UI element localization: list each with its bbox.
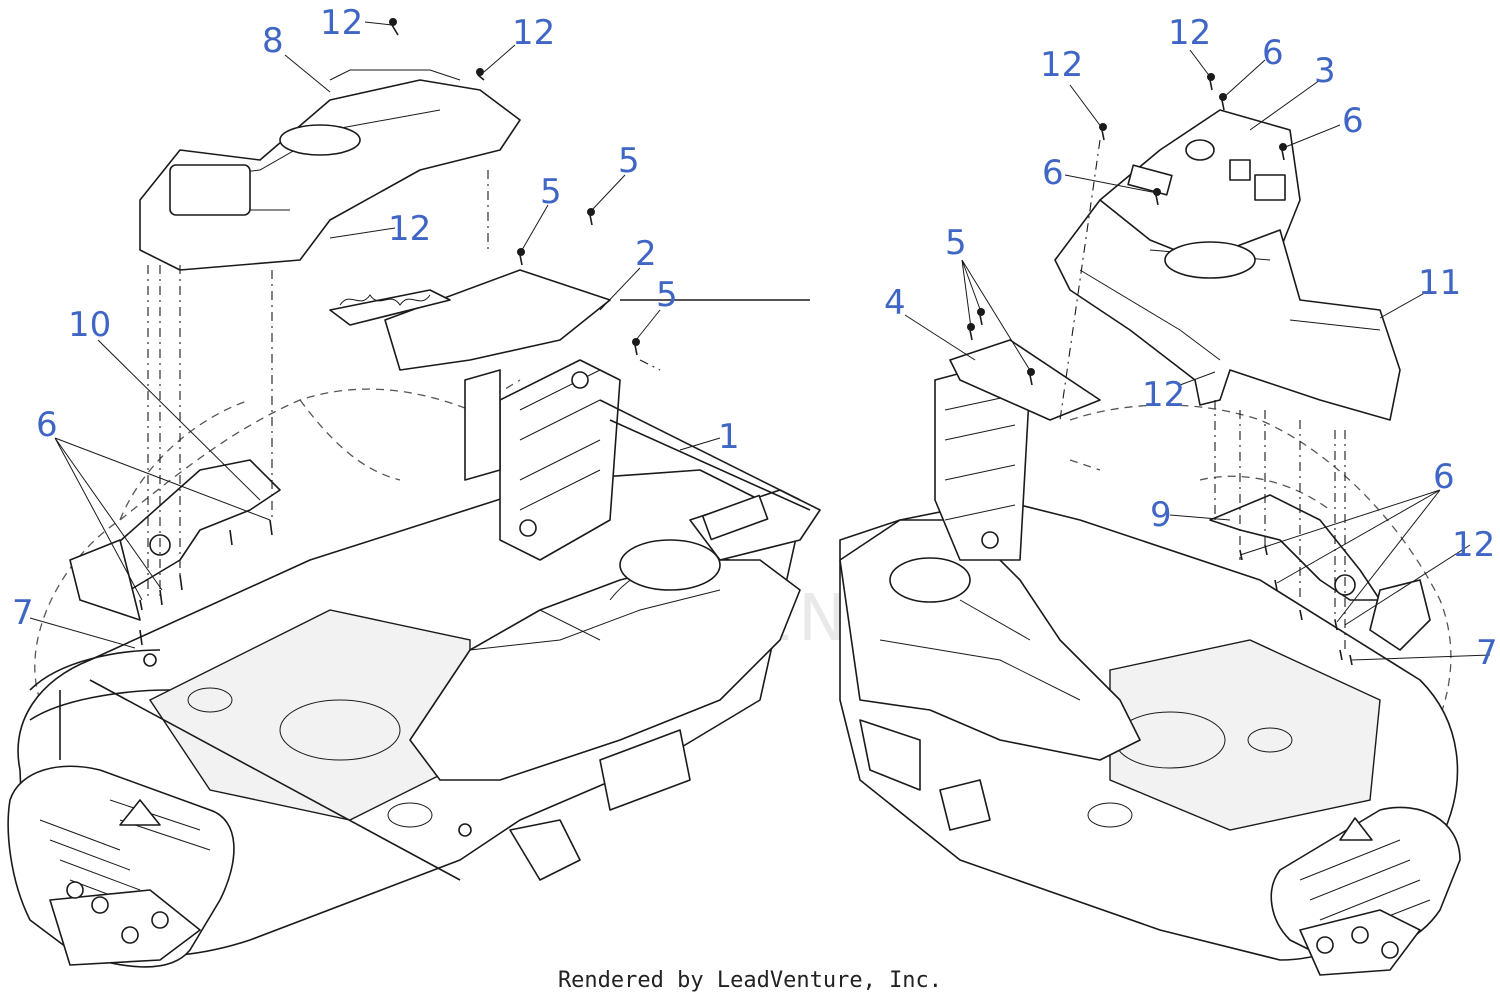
left-fender-8-pocket [169,164,251,216]
right-post-bolt [981,531,999,549]
left-side-panel [69,539,141,621]
left-side-bracket [464,369,501,481]
right-console-detail [879,599,1081,701]
callout-12: 12 [1142,375,1185,415]
callout-12: 12 [1168,13,1211,53]
left-warning-triangle [119,799,161,826]
right-side-panel [1369,579,1431,651]
left-hinge-bracket-10 [109,459,281,591]
right-floor-pan [1109,639,1381,831]
left-fender-8 [139,79,521,271]
right-alignment-lines [1059,139,1346,650]
left-phantom-frame [34,379,521,701]
left-console-cupholder [619,539,721,591]
right-seat-post-ribs [944,394,1016,521]
callout-6: 6 [1433,457,1455,497]
right-panel-3-hole [1185,139,1215,161]
callout-12: 12 [320,3,363,43]
callout-7: 7 [12,593,34,633]
left-bolts [139,18,640,837]
left-floor-hole [279,699,401,761]
right-bolts [967,73,1353,666]
callout-9: 9 [1150,495,1172,535]
left-console-switch [701,494,769,541]
left-fender-8-opening [279,124,361,156]
callout-6: 6 [1262,33,1284,73]
callout-5: 5 [945,223,967,263]
callout-6: 6 [36,405,58,445]
right-panel-3-slot-3 [1127,164,1173,196]
right-panel-3-slot [1229,159,1251,181]
left-front-tube [29,649,461,881]
right-floor-hole-small [1247,727,1293,753]
right-phantom-frame [1069,404,1452,741]
left-floor-hole-small-2 [387,802,433,828]
left-ezt-bracket [599,729,691,811]
left-bolt-d [151,911,169,929]
left-seat-post-ribs [519,369,601,511]
left-bolt-b [91,896,109,914]
render-credit: Rendered by LeadVenture, Inc. [557,968,943,993]
callout-12: 12 [388,209,431,249]
callout-7: 7 [1476,633,1498,673]
left-post-bolt-2 [519,519,537,537]
right-assembly [839,73,1461,976]
right-ezt-bracket [859,719,921,791]
right-seat-plate-4 [949,339,1101,421]
callout-6: 6 [1342,101,1364,141]
right-hinge-bracket-9 [1209,494,1381,601]
right-bolt-b [1351,926,1369,944]
callout-5: 5 [618,141,640,181]
left-console-arm [689,489,821,561]
left-seat-rail-teeth [339,294,431,306]
right-floor-hole-small-2 [1087,802,1133,828]
callouts: 12 12 8 12 5 5 2 5 10 6 1 7 12 12 6 3 6 … [12,3,1498,673]
callout-12: 12 [1040,45,1083,85]
right-warning-triangle [1339,817,1373,841]
callout-2: 2 [635,234,657,274]
right-grille-slots [1299,839,1431,936]
right-bolt-c [1381,941,1399,959]
right-lower-bracket [939,779,991,831]
left-bolt-c [121,926,139,944]
callout-5: 5 [656,275,678,315]
callout-1: 1 [718,417,740,457]
left-lower-bracket [509,819,581,881]
left-assembly [7,18,821,968]
callout-5: 5 [540,172,562,212]
callout-3: 3 [1314,51,1336,91]
callout-4: 4 [884,283,906,323]
left-post-bolt [571,371,589,389]
leader-lines [29,21,1491,661]
callout-6: 6 [1042,153,1064,193]
right-fender-11-opening [1164,241,1256,279]
right-bolt-a [1316,936,1334,954]
right-console-cupholder [889,557,971,603]
left-floor-hole-small [187,687,233,713]
callout-12: 12 [1452,525,1495,565]
callout-10: 10 [68,305,111,345]
right-panel-3-slot-2 [1254,174,1286,201]
callout-11: 11 [1418,263,1461,303]
callout-8: 8 [262,21,284,61]
callout-12: 12 [512,13,555,53]
left-frame-rail-1 [599,299,811,511]
left-seat-plate-2 [384,269,611,371]
left-seat-plate-2-rail [329,289,451,326]
left-bolt-a [66,881,84,899]
left-hitch-bracket [49,889,201,966]
